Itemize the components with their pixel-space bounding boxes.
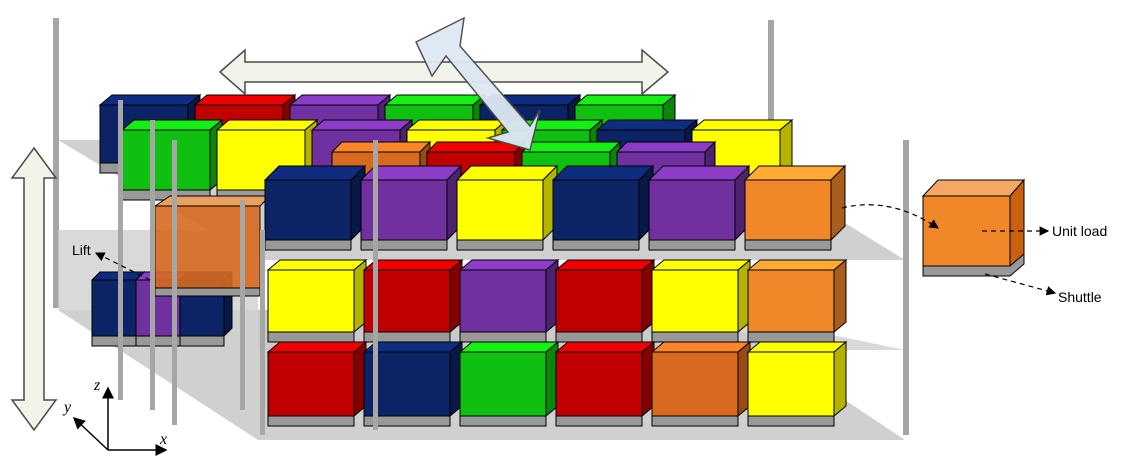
unit-load-label: Unit load <box>1052 223 1107 239</box>
z-axis-label: z <box>93 377 101 394</box>
front-top-load-1 <box>265 166 365 250</box>
y-axis-label: y <box>62 399 72 416</box>
front-bottom-load-3 <box>460 342 558 426</box>
vertical-z-arrow <box>12 148 56 430</box>
unit-load-detail <box>923 180 1024 276</box>
front-top-load-5 <box>649 166 749 250</box>
front-bottom-load-5 <box>652 342 750 426</box>
front-top-load-6 <box>745 166 845 250</box>
lift-label: Lift <box>72 242 91 258</box>
front-top-row-loads <box>265 166 845 250</box>
front-bottom-load-4 <box>556 342 654 426</box>
x-axis-label: x <box>159 431 167 448</box>
front-middle-load-1 <box>268 260 366 342</box>
front-middle-load-5 <box>652 260 750 342</box>
front-top-load-3 <box>457 166 557 250</box>
front-top-load-4 <box>553 166 653 250</box>
front-bottom-load-6 <box>748 342 846 426</box>
front-middle-row-loads <box>268 260 846 342</box>
front-bottom-load-2 <box>364 342 462 426</box>
front-middle-load-4 <box>556 260 654 342</box>
front-bottom-load-1 <box>268 342 366 426</box>
front-middle-load-2 <box>364 260 462 342</box>
front-middle-load-6 <box>748 260 846 342</box>
front-bottom-row-loads <box>268 342 846 426</box>
shuttle-label: Shuttle <box>1058 289 1102 305</box>
front-middle-load-3 <box>460 260 558 342</box>
